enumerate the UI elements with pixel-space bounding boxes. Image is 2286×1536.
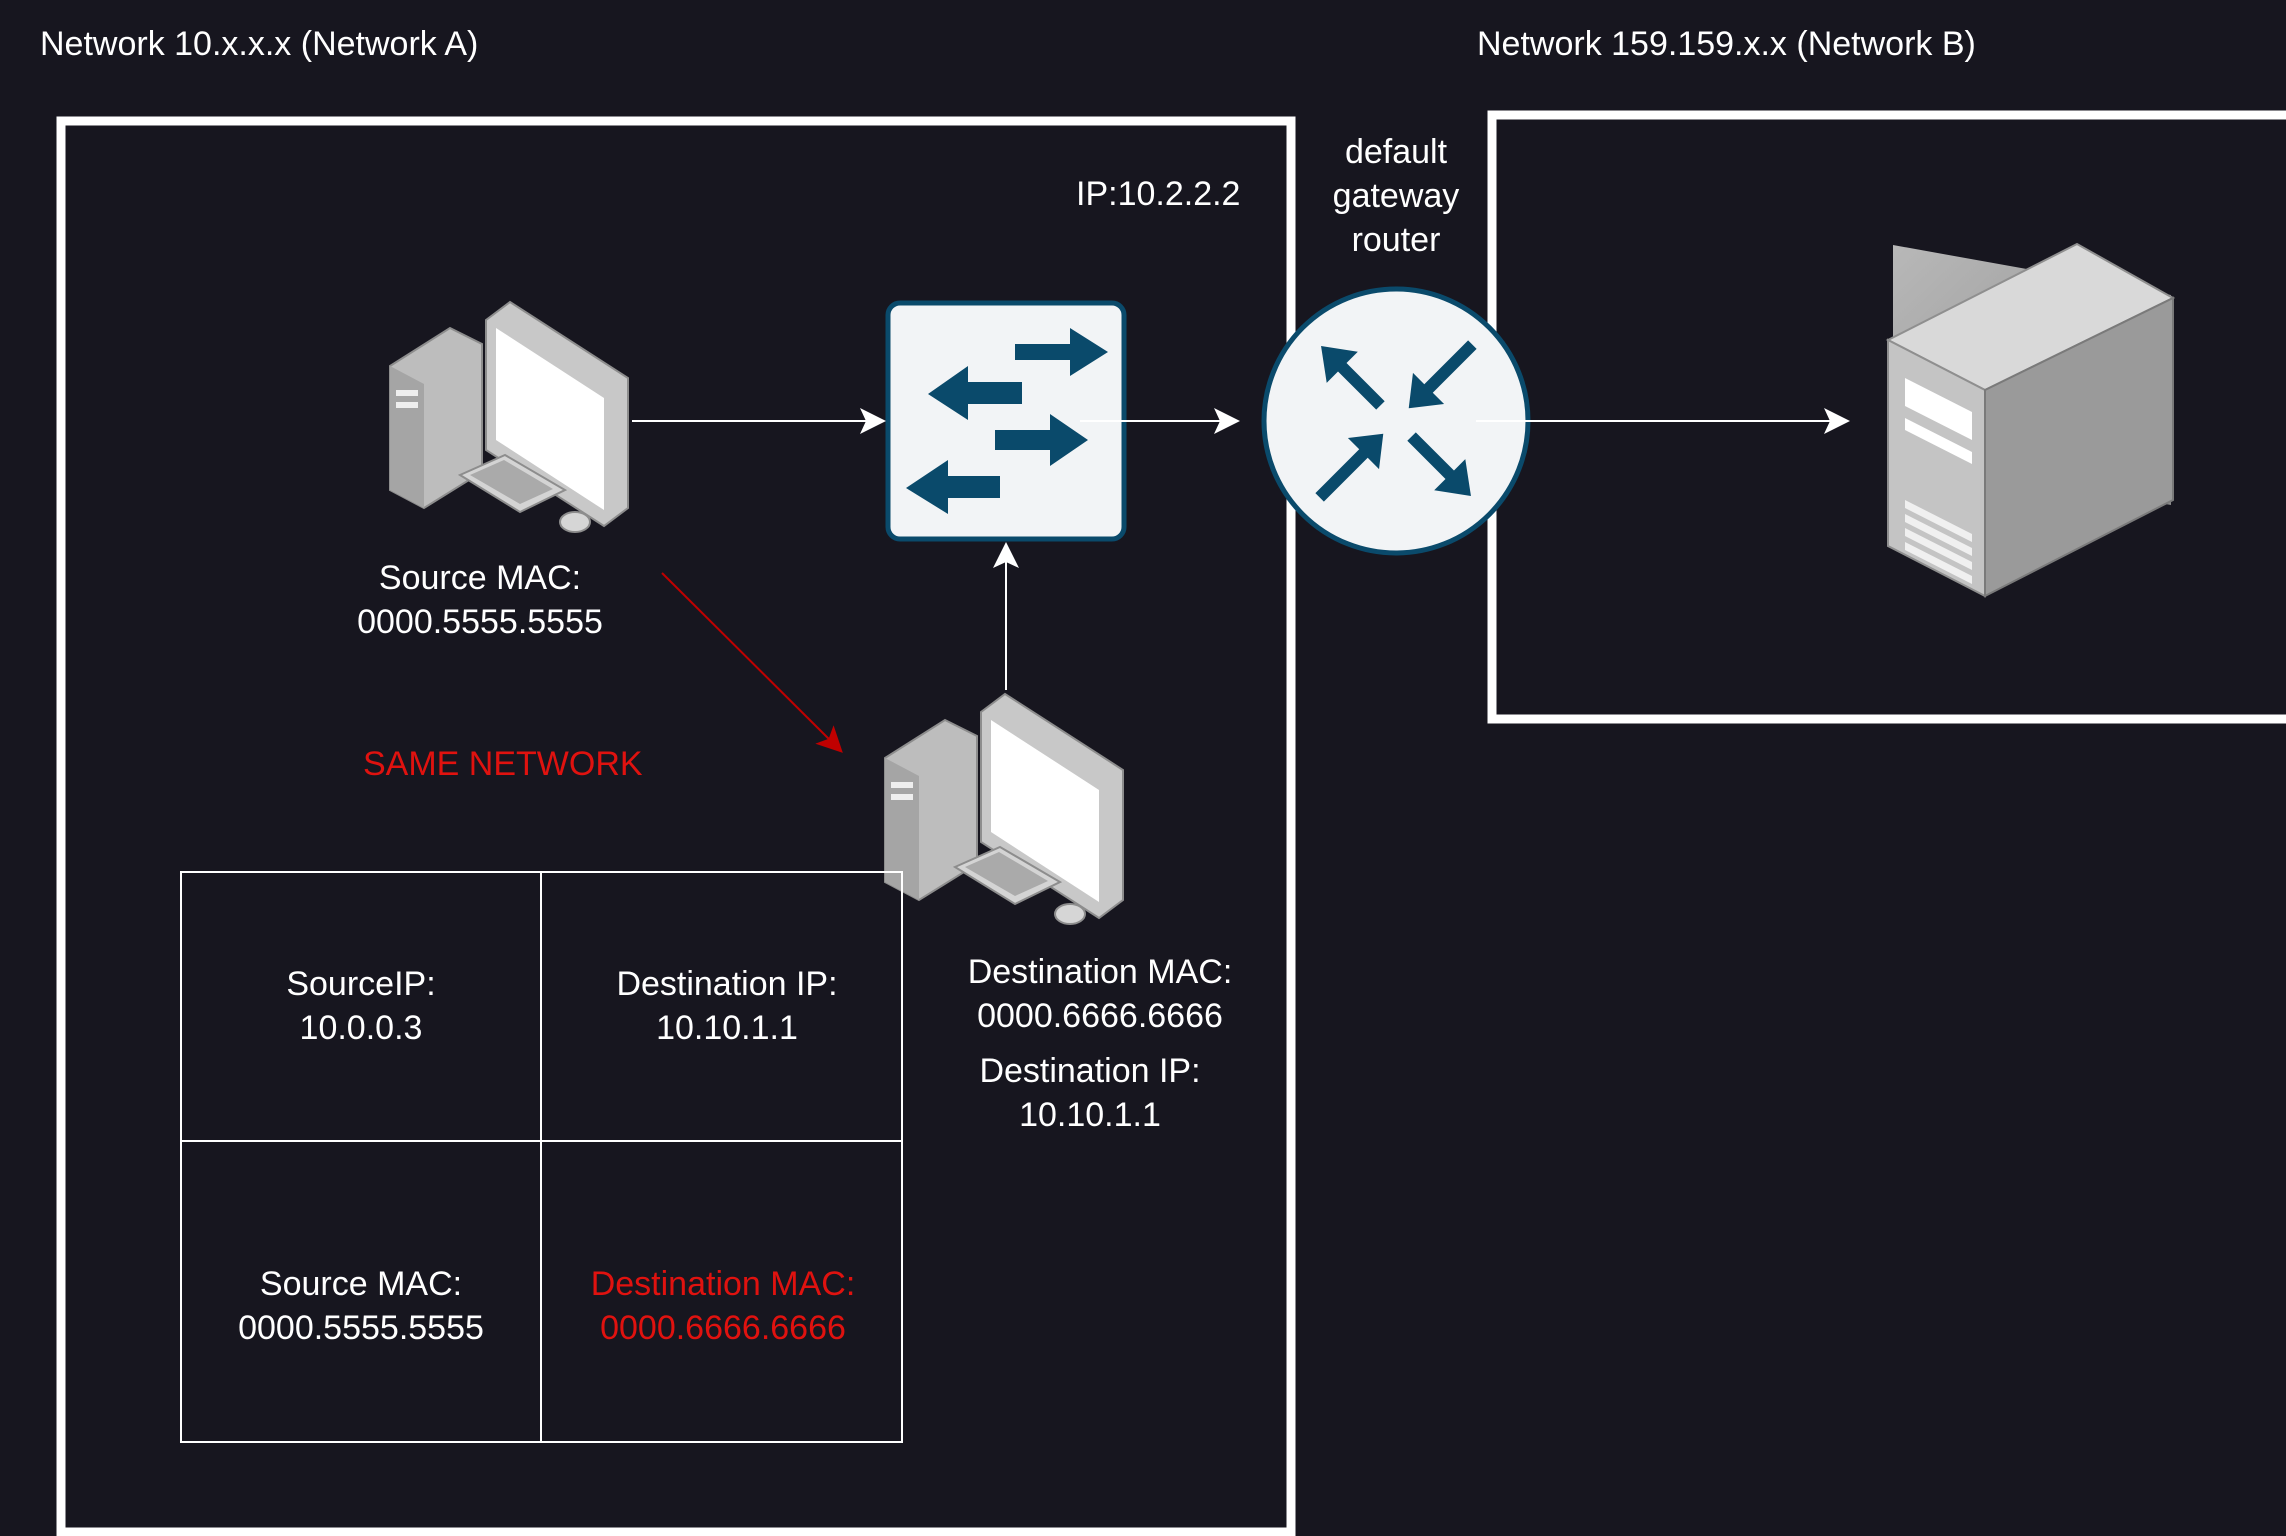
dest-host-mac: Destination MAC: 0000.6666.6666 <box>940 950 1260 1038</box>
table-cell-dest-mac: Destination MAC: 0000.6666.6666 <box>541 1262 905 1350</box>
dest-host-ip: Destination IP: 10.10.1.1 <box>940 1049 1240 1137</box>
table-cell-source-mac: Source MAC: 0000.5555.5555 <box>181 1262 541 1350</box>
router-label-line3: router <box>1351 221 1441 259</box>
network-a-boundary <box>56 116 1296 1536</box>
switch-ip-label: IP:10.2.2.2 <box>1076 175 1241 213</box>
table-source-ip-label: SourceIP: <box>286 965 436 1003</box>
source-computer-icon <box>389 300 629 533</box>
source-host-label: Source MAC: 0000.5555.5555 <box>330 556 630 644</box>
table-dest-ip-label: Destination IP: <box>616 965 838 1003</box>
network-switch-icon <box>885 300 1127 542</box>
destination-computer-icon <box>884 692 1124 925</box>
table-source-ip-value: 10.0.0.3 <box>299 1009 423 1047</box>
frame-header-table <box>180 871 903 1443</box>
table-dest-mac-value: 0000.6666.6666 <box>600 1309 846 1347</box>
table-source-mac-label: Source MAC: <box>259 1265 463 1303</box>
table-source-mac-value: 0000.5555.5555 <box>238 1309 484 1347</box>
dest-ip-value: 10.10.1.1 <box>1019 1096 1161 1134</box>
table-dest-mac-label: Destination MAC: <box>590 1265 856 1303</box>
table-cell-dest-ip: Destination IP: 10.10.1.1 <box>541 962 913 1050</box>
router-label: default gateway router <box>1296 130 1496 262</box>
source-mac-value: 0000.5555.5555 <box>357 603 603 641</box>
table-dest-ip-value: 10.10.1.1 <box>656 1009 798 1047</box>
dest-mac-value: 0000.6666.6666 <box>977 997 1223 1035</box>
source-mac-label: Source MAC: <box>378 559 582 597</box>
same-network-label: SAME NETWORK <box>363 745 643 783</box>
table-cell-source-ip: SourceIP: 10.0.0.3 <box>181 962 541 1050</box>
router-label-line2: gateway <box>1332 177 1460 215</box>
same-network-arrow <box>661 572 843 753</box>
network-a-title: Network 10.x.x.x (Network A) <box>40 25 479 63</box>
dest-ip-label: Destination IP: <box>979 1052 1201 1090</box>
router-label-line1: default <box>1344 133 1448 171</box>
network-b-title: Network 159.159.x.x (Network B) <box>1477 25 1976 63</box>
server-icon <box>1885 242 2176 598</box>
dest-mac-label: Destination MAC: <box>967 953 1233 991</box>
